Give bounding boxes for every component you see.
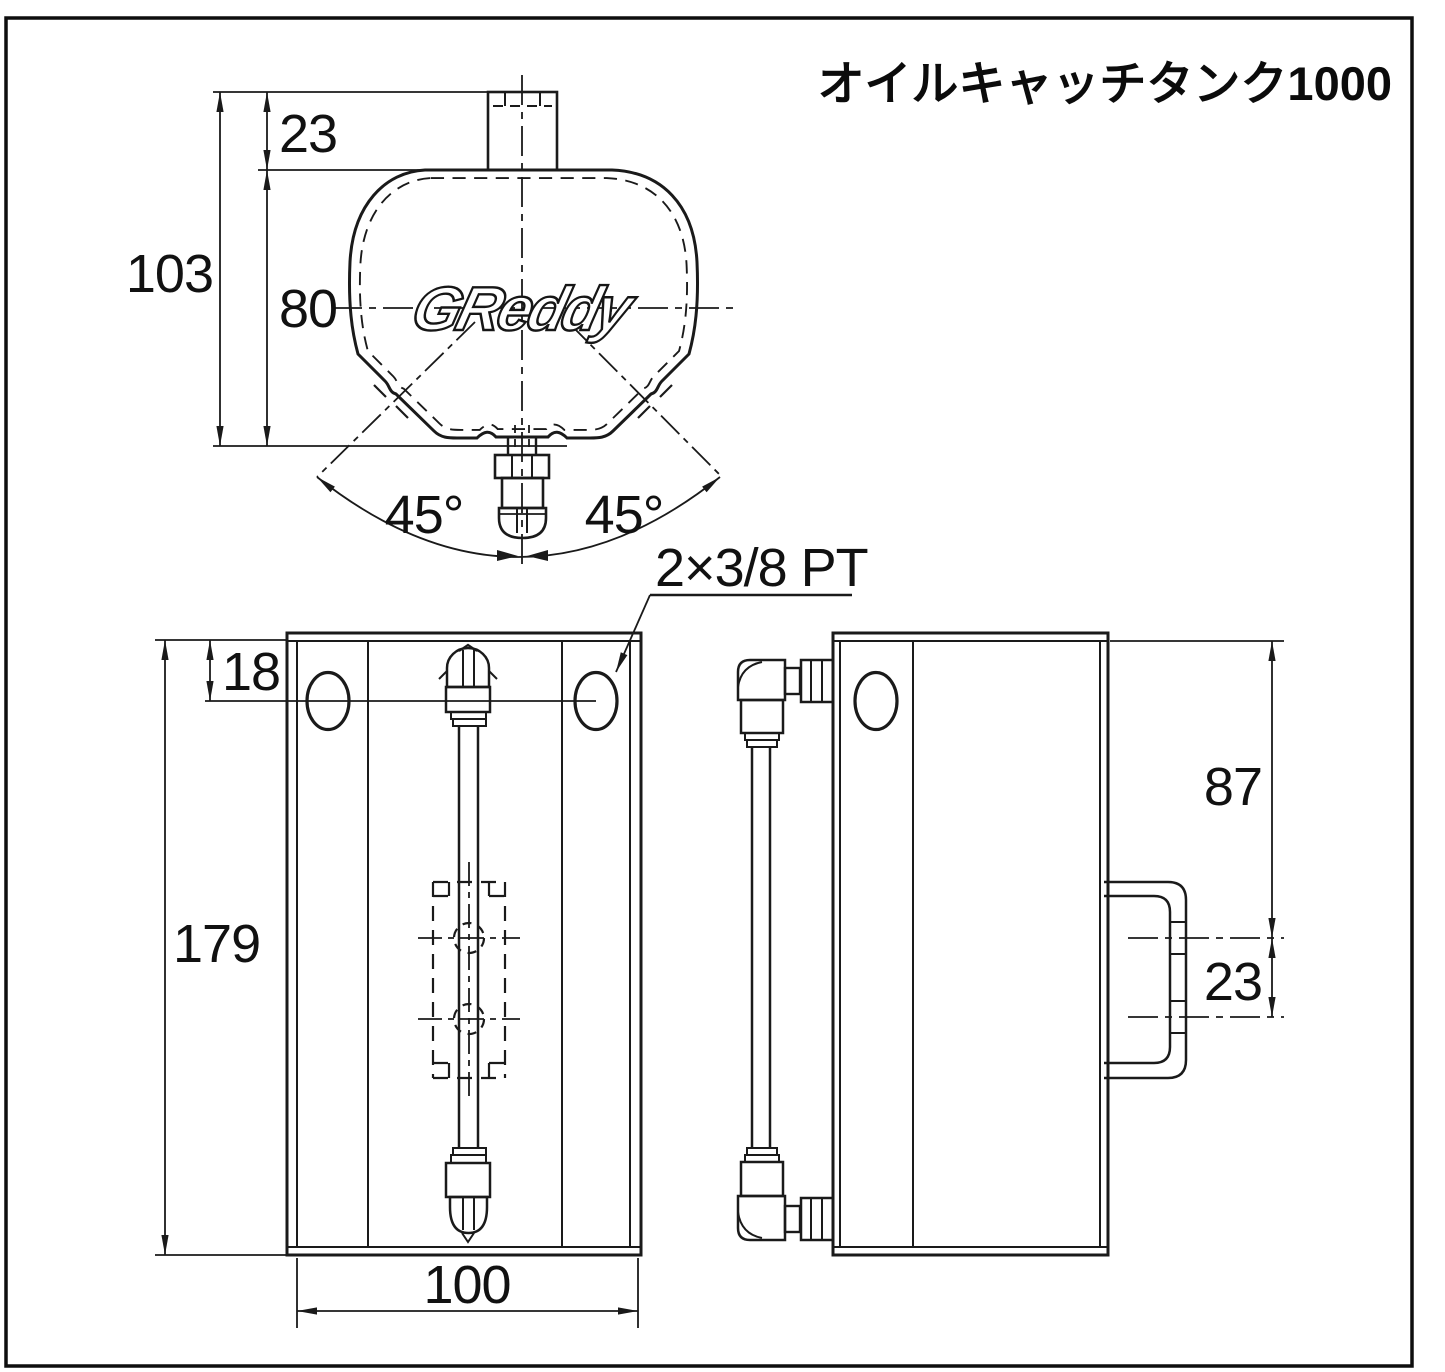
dim-bracket-top: 87: [1204, 757, 1262, 817]
dim-port-offset: 18: [222, 642, 280, 702]
tank-inner-wall: [358, 177, 688, 431]
dim-neck-height: 23: [279, 104, 337, 164]
sight-gauge: [438, 643, 498, 1244]
dim-overall-height: 103: [126, 244, 213, 304]
side-port: [853, 670, 899, 732]
gauge-elbow-bottom: [736, 1147, 835, 1242]
callout-leader: [615, 594, 651, 673]
angle-reference-lines: [316, 321, 723, 478]
dim-hole-pitch: 23: [1204, 952, 1262, 1012]
front-extension-lines: [155, 639, 639, 1328]
tank-outline: [347, 168, 700, 440]
extension-lines: [213, 91, 567, 447]
front-view: [155, 593, 852, 1328]
dim-angle-left: 45°: [385, 485, 464, 545]
body-tangent-lines: [367, 641, 563, 1247]
angle-dimension-arc: [316, 476, 721, 558]
gauge-elbow-top: [736, 658, 835, 748]
greddy-logo-text: GReddy: [405, 275, 643, 344]
dim-width: 100: [423, 1255, 510, 1315]
drain-valve: [493, 425, 551, 540]
side-view: [736, 631, 1284, 1257]
hidden-port-ticks: [373, 384, 673, 419]
side-gauge-tube: [750, 747, 772, 1148]
front-body: [285, 631, 643, 1257]
dim-body-depth: 80: [279, 279, 337, 339]
dim-angle-right: 45°: [585, 485, 664, 545]
arc-arrow-right: [527, 550, 548, 561]
side-body: [831, 631, 1110, 1257]
top-view: [213, 75, 736, 568]
drawing-border: [4, 16, 1414, 1368]
greddy-logo: GReddy: [404, 274, 644, 345]
arc-arrow-left: [497, 550, 518, 561]
page-title: オイルキャッチタンク1000: [817, 57, 1392, 110]
port-thread-label: 2×3/8 PT: [655, 538, 868, 598]
dim-height: 179: [173, 914, 260, 974]
bracket-hole-centerlines: [1128, 937, 1284, 1018]
mounting-bracket: [1104, 880, 1188, 1080]
